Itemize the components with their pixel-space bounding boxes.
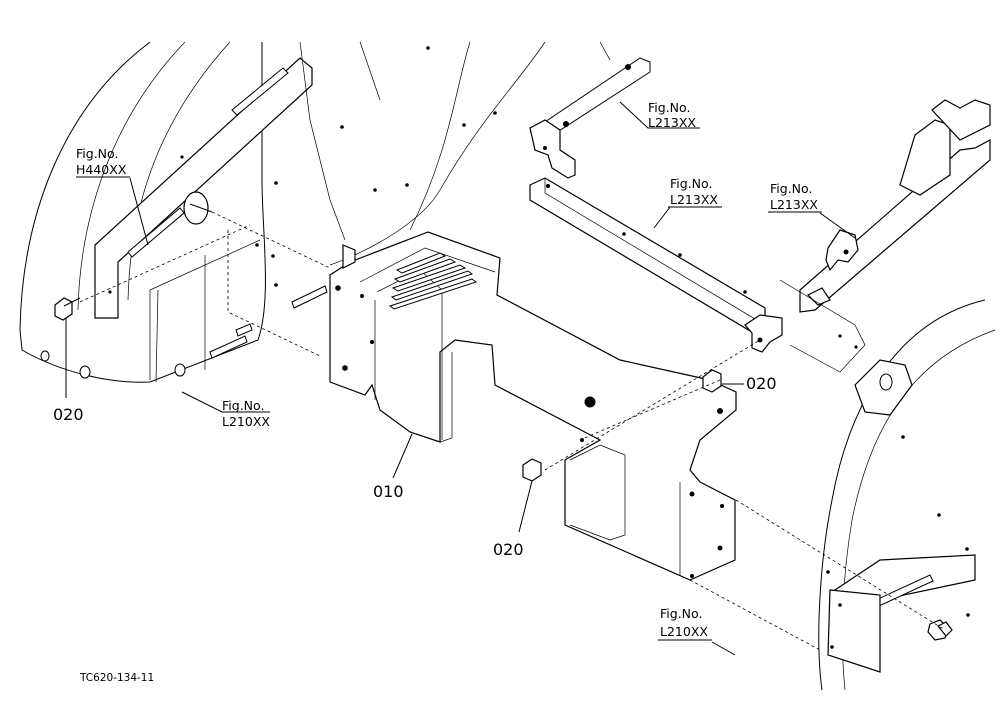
- fig-ref-code: L213XX: [670, 192, 718, 207]
- fig-ref-code: L213XX: [648, 115, 696, 130]
- bolt-020-left: [54, 297, 81, 321]
- fig-ref-prefix: Fig.No.: [76, 146, 118, 161]
- frame-rail-right: [779, 99, 991, 373]
- floor-panel: [209, 41, 611, 359]
- fig-ref-code: L210XX: [222, 414, 270, 429]
- part-number-020-lower: 020: [493, 540, 524, 559]
- cover-part-010: [329, 231, 737, 581]
- drawing-code: TC620-134-11: [79, 672, 154, 684]
- fig-ref-prefix: Fig.No.: [648, 100, 690, 115]
- fig-ref-l213xx-a: Fig.No. L213XX: [648, 100, 696, 130]
- part-number-020-left: 020: [53, 405, 84, 424]
- fig-ref-l213xx-b: Fig.No. L213XX: [668, 176, 722, 208]
- fig-ref-prefix: Fig.No.: [670, 176, 712, 191]
- frame-rail-upper: [529, 57, 651, 179]
- fig-ref-prefix: Fig.No.: [660, 606, 702, 621]
- bolt-stud-fender-left: [183, 191, 953, 637]
- bolt-020-right-upper: [702, 369, 722, 393]
- fig-ref-l210xx-a: Fig.No. L210XX: [222, 398, 270, 429]
- frame-rail-middle: [529, 177, 783, 353]
- right-fender: [818, 299, 996, 691]
- part-number-020-right: 020: [746, 374, 777, 393]
- fig-ref-code: L213XX: [770, 197, 818, 212]
- leader-lines: [65, 101, 856, 656]
- fig-ref-h440xx: Fig.No. H440XX: [76, 146, 130, 178]
- left-fender: [19, 41, 313, 383]
- fig-ref-code: H440XX: [76, 162, 127, 177]
- fig-ref-code: L210XX: [660, 624, 708, 639]
- assembly-lines: [79, 211, 946, 651]
- fig-ref-prefix: Fig.No.: [222, 398, 264, 413]
- bolt-020-lower: [522, 458, 542, 482]
- part-number-010: 010: [373, 482, 404, 501]
- fig-ref-prefix: Fig.No.: [770, 181, 812, 196]
- fig-ref-l210xx-b: Fig.No. L210XX: [658, 606, 712, 641]
- fig-ref-l213xx-c: Fig.No. L213XX: [768, 181, 822, 213]
